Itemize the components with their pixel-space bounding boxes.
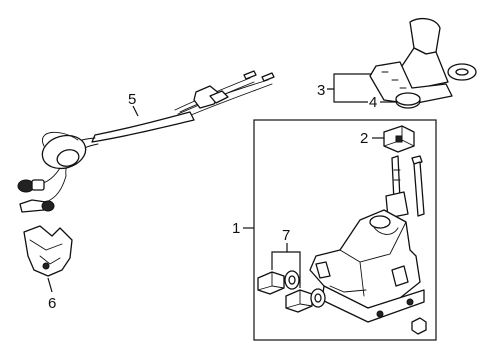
leader-lines: [47, 73, 396, 293]
callout-7: 7: [282, 227, 290, 244]
callout-1: 1: [232, 220, 240, 237]
position-sensor: [383, 125, 415, 153]
callout-6: 6: [48, 295, 56, 312]
shift-cable-assembly: [17, 70, 275, 213]
cable-bracket: [23, 225, 73, 277]
shifter-assembly: [309, 155, 427, 335]
callout-2: 2: [360, 130, 368, 147]
connector-pair: [257, 270, 326, 313]
assembly-frame: [253, 119, 437, 341]
callout-3: 3: [317, 82, 325, 99]
callout-4: 4: [369, 94, 377, 111]
callout-5: 5: [128, 91, 136, 108]
shift-knob-boot: [369, 17, 477, 105]
boot-retaining-ring: [395, 92, 421, 109]
